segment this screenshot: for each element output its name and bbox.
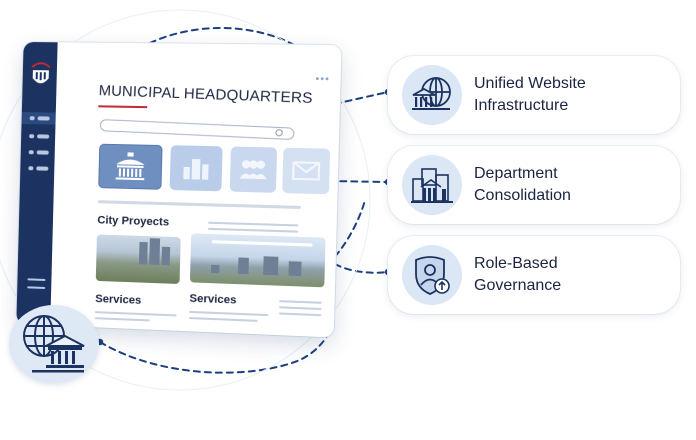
sidebar-footer-line (27, 278, 46, 281)
placeholder-line (278, 312, 322, 317)
card-label: Role-Based Governance (474, 253, 561, 297)
placeholder-line (94, 311, 177, 317)
title-underline (98, 105, 148, 109)
card-label-line1: Role-Based (474, 255, 558, 272)
section-divider (97, 200, 301, 209)
city-buildings-icon (183, 158, 209, 180)
card-icon-wrap (402, 245, 462, 305)
feature-card-unified-website[interactable]: Unified Website Infrastructure (388, 56, 680, 134)
sidebar-footer-line (27, 286, 46, 290)
tile-mail[interactable] (282, 147, 331, 195)
sidebar-item-4[interactable] (28, 166, 49, 171)
placeholder-line (207, 227, 299, 233)
feature-card-department-consolidation[interactable]: Department Consolidation (388, 146, 680, 224)
placeholder-line (279, 300, 322, 304)
card-label: Department Consolidation (474, 163, 571, 207)
city-river-photo[interactable] (95, 234, 181, 285)
card-label-line1: Department (474, 165, 558, 182)
sidebar-item-2[interactable] (29, 134, 50, 139)
card-label-line2: Governance (474, 277, 562, 294)
placeholder-line (279, 306, 322, 311)
mockup-search-input[interactable] (99, 119, 295, 141)
placeholder-line (208, 221, 299, 227)
tile-people[interactable] (229, 146, 278, 193)
mockup-page-title: MUNICIPAL HEADQUARTERS (98, 82, 314, 108)
department-buildings-icon (411, 168, 453, 203)
card-label: Unified Website Infrastructure (474, 73, 586, 117)
mockup-sidebar (16, 41, 58, 326)
shield-user-icon (415, 256, 450, 295)
website-mockup: ••• MUNICIPAL HEADQUARTERS City Proyects (16, 41, 342, 338)
placeholder-line (189, 310, 269, 317)
section-title: City Proyects (97, 214, 170, 229)
window-menu-dots[interactable]: ••• (315, 73, 331, 86)
globe-badge (9, 305, 99, 383)
tile-government[interactable] (98, 143, 163, 190)
feature-card-role-based-governance[interactable]: Role-Based Governance (388, 236, 680, 314)
envelope-icon (292, 161, 320, 180)
card-label-line2: Consolidation (474, 187, 571, 204)
shield-columns-logo-icon (31, 62, 51, 84)
city-skyline-photo[interactable] (189, 233, 326, 288)
search-icon (275, 128, 283, 137)
tile-city[interactable] (169, 145, 223, 192)
services-label-2: Services (189, 292, 237, 307)
card-label-line1: Unified Website (474, 75, 586, 92)
globe-building-icon (412, 77, 451, 110)
card-label-line2: Infrastructure (474, 97, 569, 114)
card-icon-wrap (402, 65, 462, 125)
placeholder-line (94, 317, 150, 322)
placeholder-line (188, 316, 258, 322)
services-label-1: Services (95, 292, 142, 307)
card-icon-wrap (402, 155, 462, 215)
sidebar-item-3[interactable] (28, 150, 49, 155)
government-building-icon (115, 152, 145, 181)
sidebar-item-1[interactable] (29, 116, 50, 121)
globe-building-icon (23, 315, 85, 373)
people-group-icon (239, 160, 267, 180)
